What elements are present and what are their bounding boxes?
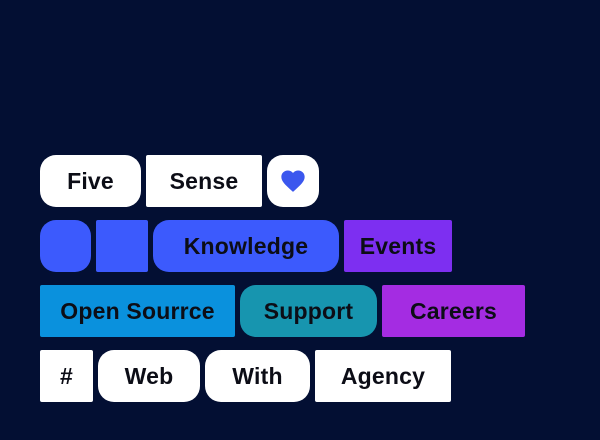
chip-knowledge[interactable]: Knowledge <box>153 220 339 272</box>
chip-web[interactable]: Web <box>98 350 200 402</box>
chip-events[interactable]: Events <box>344 220 452 272</box>
heart-icon <box>281 170 305 192</box>
chip-agency[interactable]: Agency <box>315 350 451 402</box>
chip-support[interactable]: Support <box>240 285 377 337</box>
chip-sense[interactable]: Sense <box>146 155 262 207</box>
square-chip-sharp <box>96 220 148 272</box>
square-chip-rounded <box>40 220 91 272</box>
chip-open-sourrce[interactable]: Open Sourrce <box>40 285 235 337</box>
heart-button[interactable] <box>267 155 319 207</box>
chip-five[interactable]: Five <box>40 155 141 207</box>
chip-careers[interactable]: Careers <box>382 285 525 337</box>
chip-with[interactable]: With <box>205 350 310 402</box>
chip-hash[interactable]: # <box>40 350 93 402</box>
